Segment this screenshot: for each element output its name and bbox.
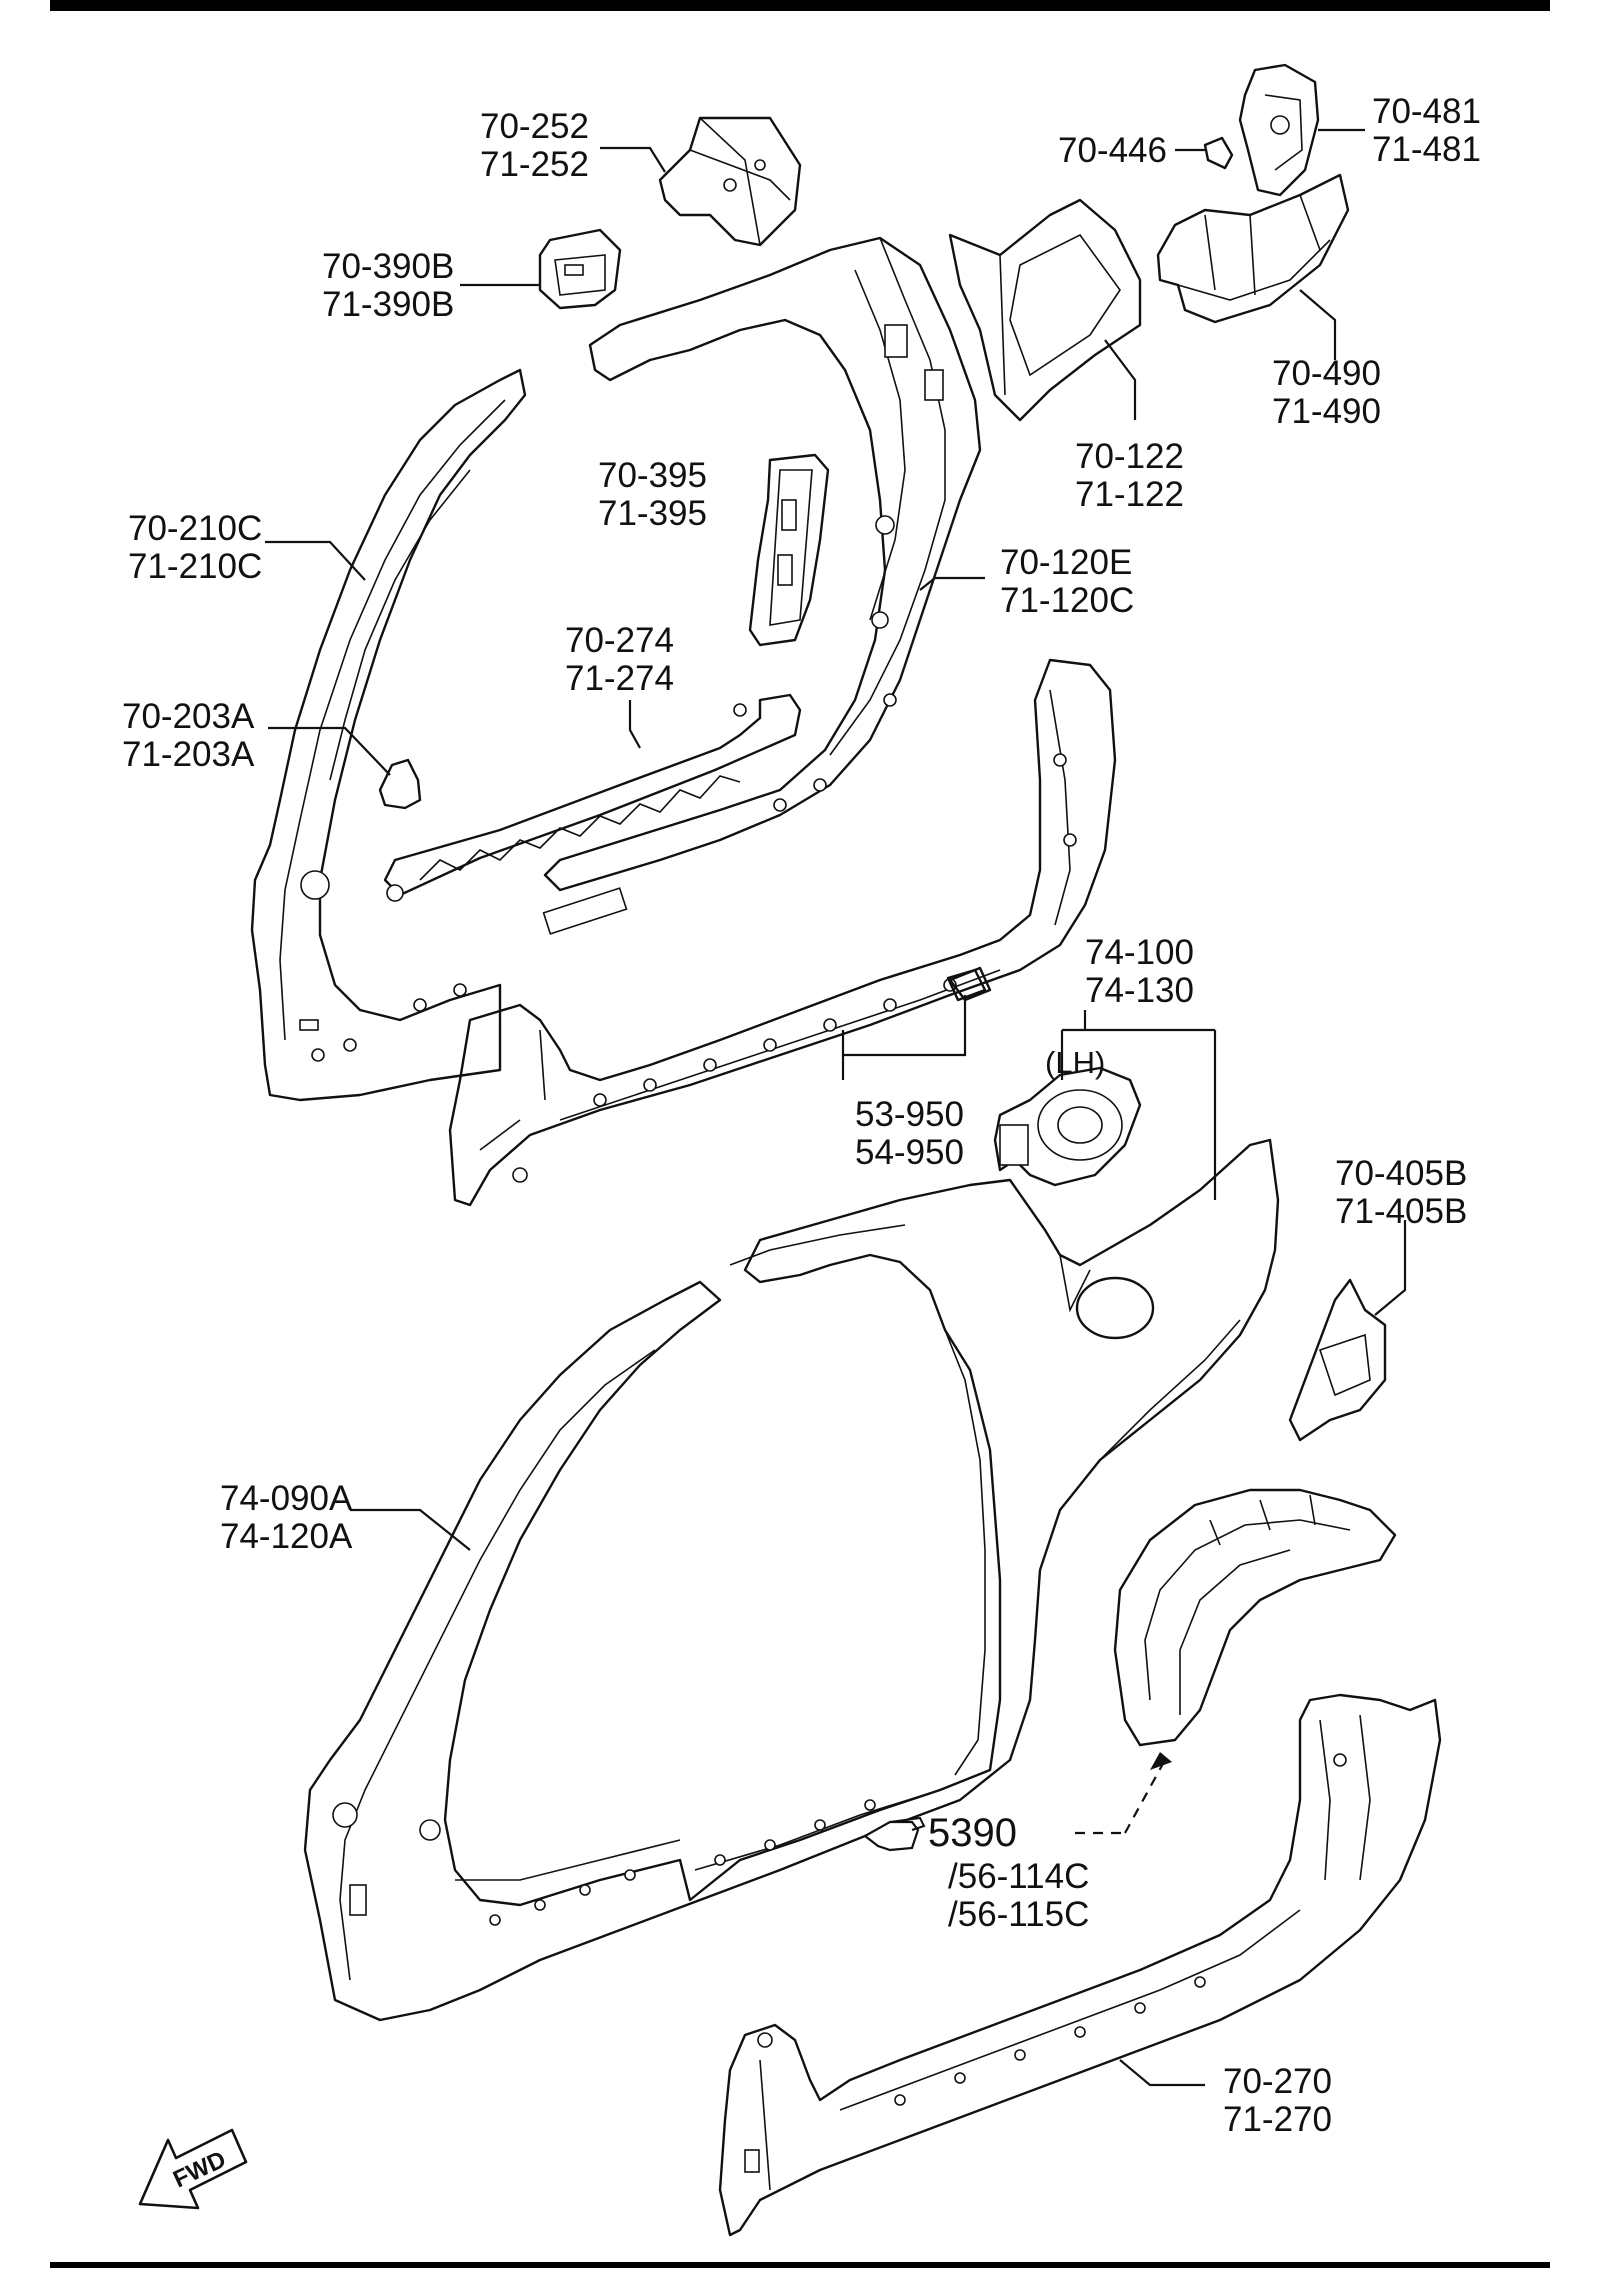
top-border-rule [50,0,1550,11]
part-70-390b-drawing[interactable] [538,228,622,310]
label-70-405b: 70-405B [1335,1154,1467,1193]
part-70-203a-drawing[interactable] [378,758,422,810]
bottom-border-rule [50,2262,1550,2268]
label-70-270: 70-270 [1223,2062,1332,2101]
label-70-395: 70-395 [598,456,707,495]
part-70-122-drawing[interactable] [948,198,1142,422]
label-54-950: 54-950 [855,1133,964,1172]
label-70-210c: 70-210C [128,509,262,548]
label-71-120c: 71-120C [1000,581,1134,620]
label-70-252: 70-252 [480,107,589,146]
fwd-arrow-icon: FWD [138,2128,248,2210]
part-74-100-fuel-filler-drawing[interactable] [993,1066,1142,1187]
part-70-120e-drawing[interactable] [543,236,982,892]
part-53-950-drawing[interactable] [448,658,1117,1207]
part-74-090a-drawing[interactable] [303,1138,1280,2022]
part-70-395-drawing[interactable] [748,453,830,647]
leader-lines [265,128,1407,2087]
label-70-120e: 70-120E [1000,543,1132,582]
label-71-122: 71-122 [1075,475,1184,514]
label-56-115c: /56-115C [948,1895,1089,1934]
label-74-120a: 74-120A [220,1517,353,1556]
part-70-210c-drawing[interactable] [250,368,527,1102]
label-71-203a: 71-203A [122,735,255,774]
label-71-405b: 71-405B [1335,1192,1467,1231]
label-71-210c: 71-210C [128,547,262,586]
part-70-274-drawing[interactable] [383,693,802,902]
label-70-490: 70-490 [1272,354,1381,393]
label-56-114c: /56-114C [948,1857,1089,1896]
label-70-446: 70-446 [1058,131,1167,170]
label-lh: (LH) [1045,1045,1105,1080]
part-70-270-drawing[interactable] [718,1693,1442,2237]
label-5390: 5390 [928,1811,1017,1855]
part-70-481-drawing[interactable] [1238,63,1320,197]
part-70-446-drawing[interactable] [1203,136,1234,170]
label-70-481: 70-481 [1372,92,1481,131]
label-70-390b: 70-390B [322,247,454,286]
label-70-122: 70-122 [1075,437,1184,476]
label-71-395: 71-395 [598,494,707,533]
label-71-252: 71-252 [480,145,589,184]
label-74-130: 74-130 [1085,971,1194,1010]
part-70-405b-drawing[interactable] [1288,1278,1387,1442]
pointing-hand-icon [863,1816,926,1852]
part-5390-wheelhouse-drawing[interactable] [1113,1488,1397,1747]
part-53-950-nut-plate[interactable] [946,968,987,1002]
label-71-490: 71-490 [1272,392,1381,431]
part-70-490-drawing[interactable] [1156,173,1350,324]
label-70-203a: 70-203A [122,697,255,736]
label-71-481: 71-481 [1372,130,1481,169]
label-53-950: 53-950 [855,1095,964,1134]
label-71-390b: 71-390B [322,285,454,324]
label-74-090a: 74-090A [220,1479,353,1518]
part-70-252-drawing[interactable] [658,116,802,247]
label-74-100: 74-100 [1085,933,1194,972]
label-70-274: 70-274 [565,621,674,660]
label-71-270: 71-270 [1223,2100,1332,2139]
label-71-274: 71-274 [565,659,674,698]
